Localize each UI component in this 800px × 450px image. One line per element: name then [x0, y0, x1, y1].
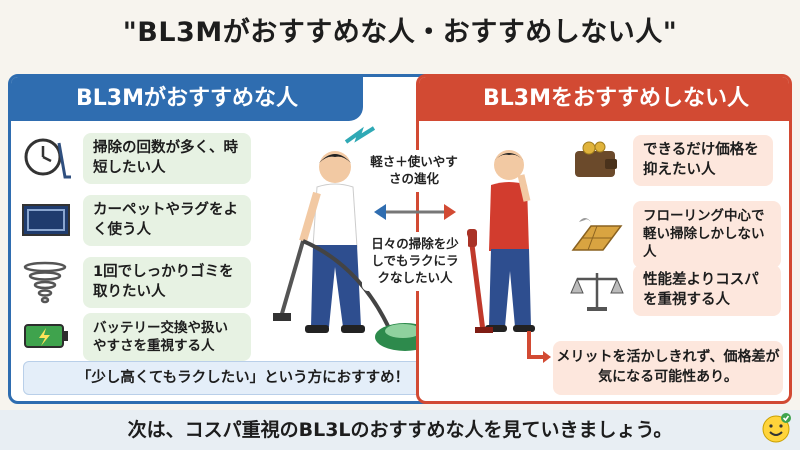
- daily-cleaning-note: 日々の掃除を少しでもラクにラクなしたい人: [362, 232, 468, 291]
- recommended-item-4: バッテリー交換や扱いやすさを重視する人: [19, 313, 251, 362]
- not-recommended-item-1: できるだけ価格を抑えたい人: [569, 135, 773, 187]
- thinking-man-illustration: [465, 141, 555, 341]
- footer-note: 次は、コスパ重視のBL3Lのおすすめな人を見ていきましょう。: [0, 410, 800, 450]
- tornado-icon: [19, 261, 75, 305]
- page-title: "BL3Mがおすすめな人・おすすめしない人": [122, 17, 678, 48]
- not-recommended-panel: BL3Mをおすすめしない人 できるだけ価格を抑えたい人: [416, 74, 792, 404]
- arrow-down-right-icon: [523, 329, 553, 369]
- not-recommended-item-3-text: 性能差よりコスパを重視する人: [633, 265, 781, 317]
- not-recommended-item-2: フローリング中心で軽い掃除しかしない人: [569, 201, 781, 268]
- not-recommended-item-1-text: できるだけ価格を抑えたい人: [633, 135, 773, 187]
- scale-icon: [569, 269, 625, 313]
- not-recommended-heading: BL3Mをおすすめしない人: [419, 77, 789, 121]
- flooring-icon: [569, 212, 625, 256]
- carpet-icon: [19, 199, 75, 243]
- recommended-heading: BL3Mがおすすめな人: [11, 77, 363, 121]
- not-recommended-item-2-text: フローリング中心で軽い掃除しかしない人: [633, 201, 781, 268]
- bidirectional-arrow-icon: [372, 200, 458, 224]
- clock-icon: [19, 137, 75, 181]
- merit-note: メリットを活かしきれず、価格差が気になる可能性あり。: [553, 341, 783, 395]
- recommended-item-4-text: バッテリー交換や扱いやすさを重視する人: [83, 313, 251, 362]
- recommended-item-2-text: カーペットやラグをよく使う人: [83, 195, 251, 247]
- recommended-item-2: カーペットやラグをよく使う人: [19, 195, 251, 247]
- wallet-icon: [569, 139, 625, 183]
- recommended-item-1-text: 掃除の回数が多く、時短したい人: [83, 133, 251, 185]
- recommended-item-1: 掃除の回数が多く、時短したい人: [19, 133, 251, 185]
- lightness-note: 軽さ＋使いやすさの進化: [362, 150, 466, 192]
- recommended-item-3-text: 1回でしっかりゴミを取りたい人: [83, 257, 251, 309]
- battery-icon: [19, 315, 75, 359]
- recommended-item-3: 1回でしっかりゴミを取りたい人: [19, 257, 251, 309]
- recommendation-note: 「少し高くてもラクしたい」という方におすすめ！: [23, 361, 463, 395]
- sparkle-icon: [344, 124, 378, 148]
- not-recommended-item-3: 性能差よりコスパを重視する人: [569, 265, 781, 317]
- smiley-icon: [760, 412, 792, 444]
